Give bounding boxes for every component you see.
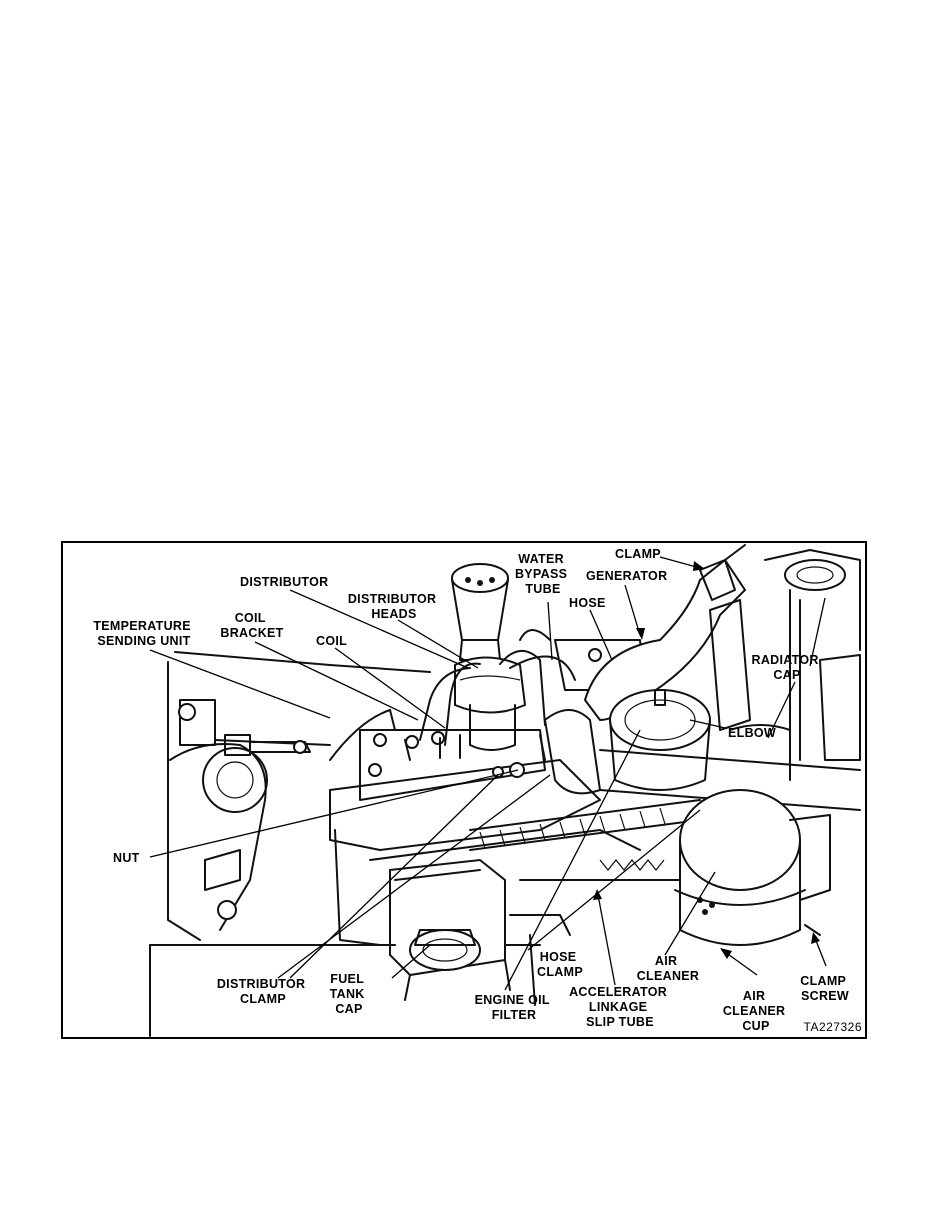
label-air-cleaner-cup: AIR CLEANER CUP — [723, 989, 789, 1033]
leader-hose — [589, 609, 613, 661]
leader-elbow-2 — [767, 681, 796, 739]
label-temperature-sending-unit: TEMPERATURE SENDING UNIT — [93, 619, 194, 648]
leader-temperature-sending-unit — [149, 649, 331, 719]
leader-distributor-clamp — [277, 774, 551, 979]
leader-accelerator-linkage — [597, 894, 616, 986]
leader-coil — [334, 647, 446, 729]
leader-water-bypass-tube — [547, 601, 553, 661]
arrow-accelerator-linkage — [593, 889, 602, 900]
arrow-clamp-top — [693, 561, 705, 571]
leader-distributor-clamp-2 — [289, 774, 499, 979]
leader-generator — [624, 584, 641, 636]
figure-code: TA227326 — [804, 1020, 863, 1034]
label-hose: HOSE — [569, 596, 606, 610]
leader-distributor — [289, 589, 469, 669]
label-elbow: ELBOW — [728, 726, 776, 740]
arrow-generator — [636, 628, 645, 640]
label-nut: NUT — [113, 851, 140, 865]
callout-labels: WATER BYPASS TUBE CLAMP GENERATOR DISTRI… — [93, 547, 863, 1034]
label-air-cleaner: AIR CLEANER — [637, 954, 700, 983]
engine-artwork — [149, 544, 861, 1037]
leader-fuel-tank-cap — [391, 944, 431, 979]
label-clamp-top: CLAMP — [615, 547, 661, 561]
leader-lines — [149, 556, 827, 991]
label-fuel-tank-cap: FUEL TANK CAP — [330, 972, 369, 1016]
leader-engine-oil-filter — [504, 729, 641, 991]
leader-clamp-top — [659, 556, 701, 569]
label-coil-bracket: COIL BRACKET — [220, 611, 283, 640]
label-hose-clamp: HOSE CLAMP — [537, 950, 583, 979]
label-clamp-screw: CLAMP SCREW — [800, 974, 850, 1003]
label-engine-oil-filter: ENGINE OIL FILTER — [475, 993, 554, 1022]
leader-air-cleaner — [664, 871, 716, 956]
label-distributor-clamp: DISTRIBUTOR CLAMP — [217, 977, 309, 1006]
leader-elbow — [689, 719, 726, 729]
leader-nut — [149, 769, 519, 858]
label-water-bypass-tube: WATER BYPASS TUBE — [515, 552, 571, 596]
leader-distributor-heads — [397, 619, 479, 669]
arrow-clamp-screw — [811, 932, 820, 944]
label-distributor: DISTRIBUTOR — [240, 575, 329, 589]
leader-coil-bracket — [254, 641, 419, 721]
leader-hose-clamp — [527, 809, 701, 951]
label-generator: GENERATOR — [586, 569, 667, 583]
label-radiator-cap: RADIATOR CAP — [752, 653, 823, 682]
arrow-air-cleaner-cup — [720, 948, 732, 959]
leader-clamp-screw — [814, 937, 827, 967]
label-distributor-heads: DISTRIBUTOR HEADS — [348, 592, 440, 621]
label-accelerator-linkage-slip-tube: ACCELERATOR LINKAGE SLIP TUBE — [569, 985, 671, 1029]
leader-radiator-cap — [809, 597, 826, 667]
figure-frame — [61, 541, 867, 1039]
label-coil: COIL — [316, 634, 347, 648]
leader-air-cleaner-cup — [724, 951, 758, 976]
